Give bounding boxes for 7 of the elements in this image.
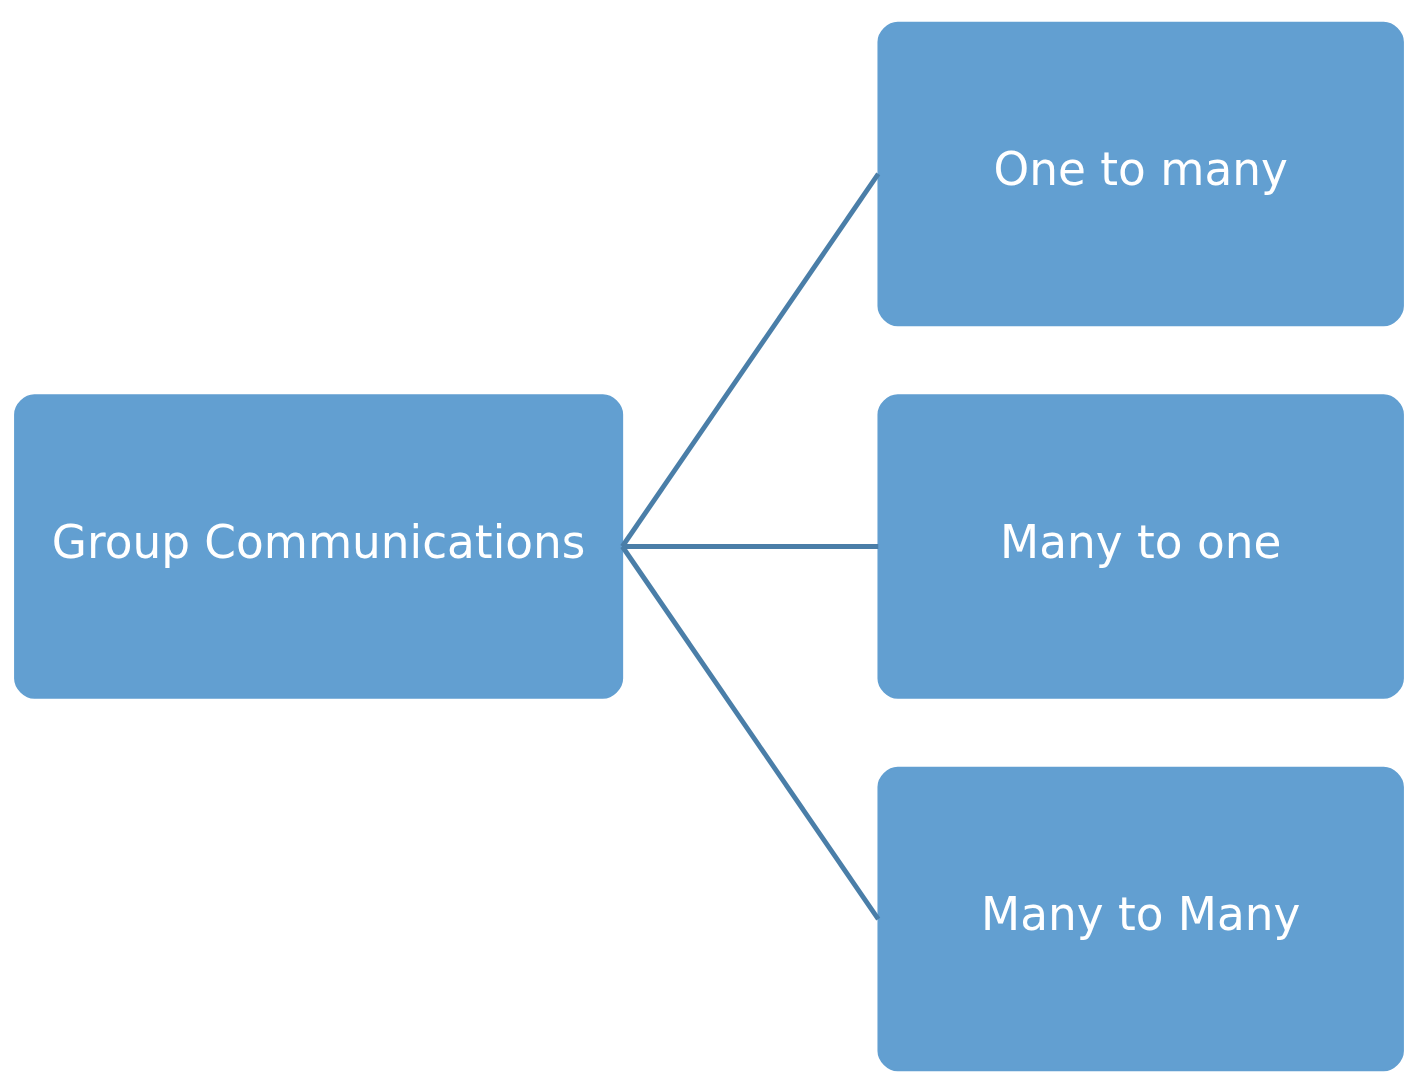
connector [620, 544, 881, 920]
node-box: Many to Many [877, 766, 1404, 1071]
connector [620, 172, 881, 548]
connector [622, 543, 879, 549]
node-box: Many to one [877, 393, 1404, 699]
node-box: Group Communications [14, 393, 624, 699]
node-box: One to many [877, 21, 1404, 326]
